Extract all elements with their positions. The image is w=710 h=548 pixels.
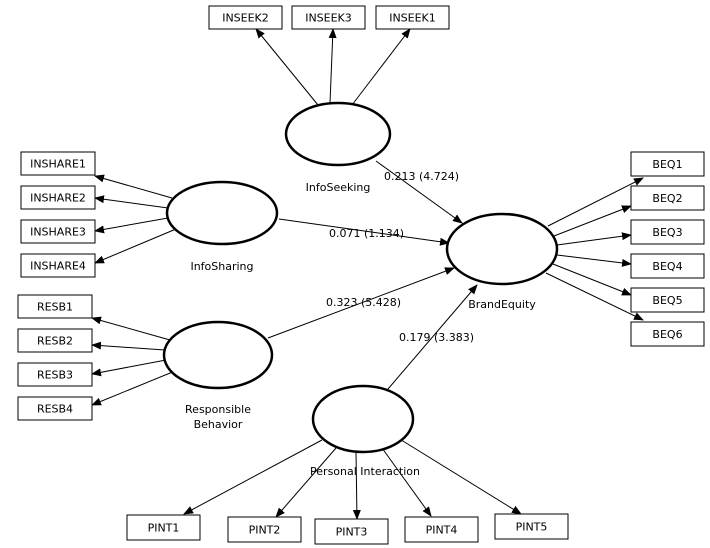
indicator-box[interactable] [20, 253, 96, 278]
arrow-responsible-resb2 [91, 341, 166, 351]
arrow-personal-pint3 [352, 451, 361, 520]
indicator-box[interactable] [630, 151, 705, 177]
indicator-box[interactable] [227, 516, 302, 543]
indicator-box[interactable] [375, 5, 450, 30]
indicator-label: PINT4 [426, 524, 458, 537]
indicator-label: PINT5 [516, 521, 548, 534]
indicator-box[interactable] [494, 513, 569, 540]
arrow-infosharing-inshare2 [94, 195, 169, 209]
responsible-loadings [91, 316, 176, 406]
indicator-box[interactable] [291, 5, 366, 30]
brandequity-construct[interactable] [445, 212, 559, 286]
arrow-infoseeking-inseek1 [351, 28, 411, 106]
indicator-label: PINT2 [249, 524, 281, 537]
indicator-box[interactable] [17, 328, 93, 353]
indicator-box[interactable] [20, 185, 96, 210]
infoseeking-loadings [255, 28, 411, 106]
indicator-label: RESB2 [37, 335, 73, 348]
indicator-label: PINT1 [148, 522, 180, 535]
responsible-behavior-construct[interactable] [162, 320, 274, 390]
infosharing-label: InfoSharing [190, 260, 253, 273]
coef-responsible-brandequity: 0.323 (5.428) [326, 296, 401, 309]
pint-indicators: PINT1 PINT2 PINT3 PINT4 PINT5 [126, 513, 569, 545]
resb-indicators: RESB1 RESB2 RESB3 RESB4 [17, 294, 93, 421]
infoseeking-label: InfoSeeking [306, 181, 371, 194]
brandequity-loadings [545, 177, 644, 321]
indicator-box[interactable] [314, 518, 389, 545]
indicator-box[interactable] [17, 294, 93, 319]
arrow-responsible-resb1 [91, 316, 171, 341]
arrow-infoseeking-inseek3 [328, 28, 337, 104]
indicator-label: BEQ5 [652, 294, 682, 307]
indicator-box[interactable] [208, 5, 283, 30]
arrow-responsible-resb3 [91, 359, 167, 377]
indicator-box[interactable] [20, 219, 96, 244]
indicator-label: PINT3 [336, 526, 368, 539]
path-infoseeking-brandequity [375, 160, 463, 224]
infosharing-construct[interactable] [165, 180, 279, 246]
arrow-personal-pint4 [381, 447, 432, 517]
responsible-label-line1: Responsible [185, 403, 251, 416]
inshare-indicators: INSHARE1 INSHARE2 INSHARE3 INSHARE4 [20, 151, 96, 278]
indicator-label: INSHARE3 [30, 226, 86, 239]
personal-interaction-construct[interactable] [311, 384, 415, 454]
inseek-indicators: INSEEK2 INSEEK3 INSEEK1 [208, 5, 450, 30]
indicator-box[interactable] [630, 287, 705, 313]
arrow-brandequity-beq6 [545, 272, 644, 321]
indicator-label: INSHARE2 [30, 192, 86, 205]
indicator-box[interactable] [630, 253, 705, 279]
arrow-personal-pint1 [183, 439, 323, 515]
indicator-box[interactable] [630, 321, 705, 347]
arrow-brandequity-beq1 [547, 177, 644, 227]
infoseeking-construct[interactable] [284, 101, 392, 167]
indicator-label: INSEEK1 [389, 12, 436, 25]
indicator-box[interactable] [17, 396, 93, 421]
brandequity-label: BrandEquity [468, 298, 536, 311]
indicator-box[interactable] [630, 219, 705, 245]
arrow-personal-pint2 [275, 447, 337, 518]
personal-interaction-label: Personal Interaction [310, 465, 420, 478]
arrow-brandequity-beq2 [553, 205, 632, 237]
indicator-label: INSEEK3 [305, 12, 352, 25]
indicator-label: BEQ4 [652, 260, 682, 273]
indicator-label: BEQ2 [652, 192, 682, 205]
coef-infoseeking-brandequity: 0.213 (4.724) [384, 170, 459, 183]
indicator-label: RESB1 [37, 301, 73, 314]
path-personal-brandequity [387, 284, 478, 390]
indicator-label: RESB3 [37, 369, 73, 382]
indicator-label: BEQ3 [652, 226, 682, 239]
indicator-label: INSHARE4 [30, 260, 86, 273]
indicator-box[interactable] [404, 516, 479, 543]
structural-paths [267, 160, 478, 390]
indicator-label: RESB4 [37, 403, 73, 416]
indicator-label: BEQ1 [652, 158, 682, 171]
arrow-personal-pint5 [397, 437, 522, 515]
indicator-box[interactable] [20, 151, 96, 176]
arrow-infosharing-inshare1 [94, 174, 173, 199]
indicator-label: BEQ6 [652, 328, 682, 341]
arrow-brandequity-beq3 [556, 232, 632, 246]
arrow-brandequity-beq5 [552, 263, 632, 296]
infosharing-loadings [94, 174, 177, 264]
coef-infosharing-brandequity: 0.071 (1.134) [329, 227, 404, 240]
coef-personal-brandequity: 0.179 (3.383) [399, 331, 474, 344]
arrow-brandequity-beq4 [556, 254, 632, 267]
responsible-label-line2: Behavior [194, 418, 243, 431]
personal-loadings [183, 437, 522, 520]
arrow-infoseeking-inseek2 [255, 28, 319, 106]
indicator-box[interactable] [630, 185, 705, 211]
beq-indicators: BEQ1 BEQ2 BEQ3 BEQ4 BEQ5 BEQ6 [630, 151, 705, 347]
path-responsible-brandequity [267, 267, 455, 339]
indicator-label: INSHARE1 [30, 158, 86, 171]
indicator-box[interactable] [126, 514, 201, 541]
arrow-infosharing-inshare3 [94, 217, 169, 234]
arrow-infosharing-inshare4 [94, 228, 177, 264]
arrow-responsible-resb4 [91, 370, 176, 406]
indicator-box[interactable] [17, 362, 93, 387]
path-infosharing-brandequity [278, 218, 450, 246]
indicator-label: INSEEK2 [222, 12, 269, 25]
